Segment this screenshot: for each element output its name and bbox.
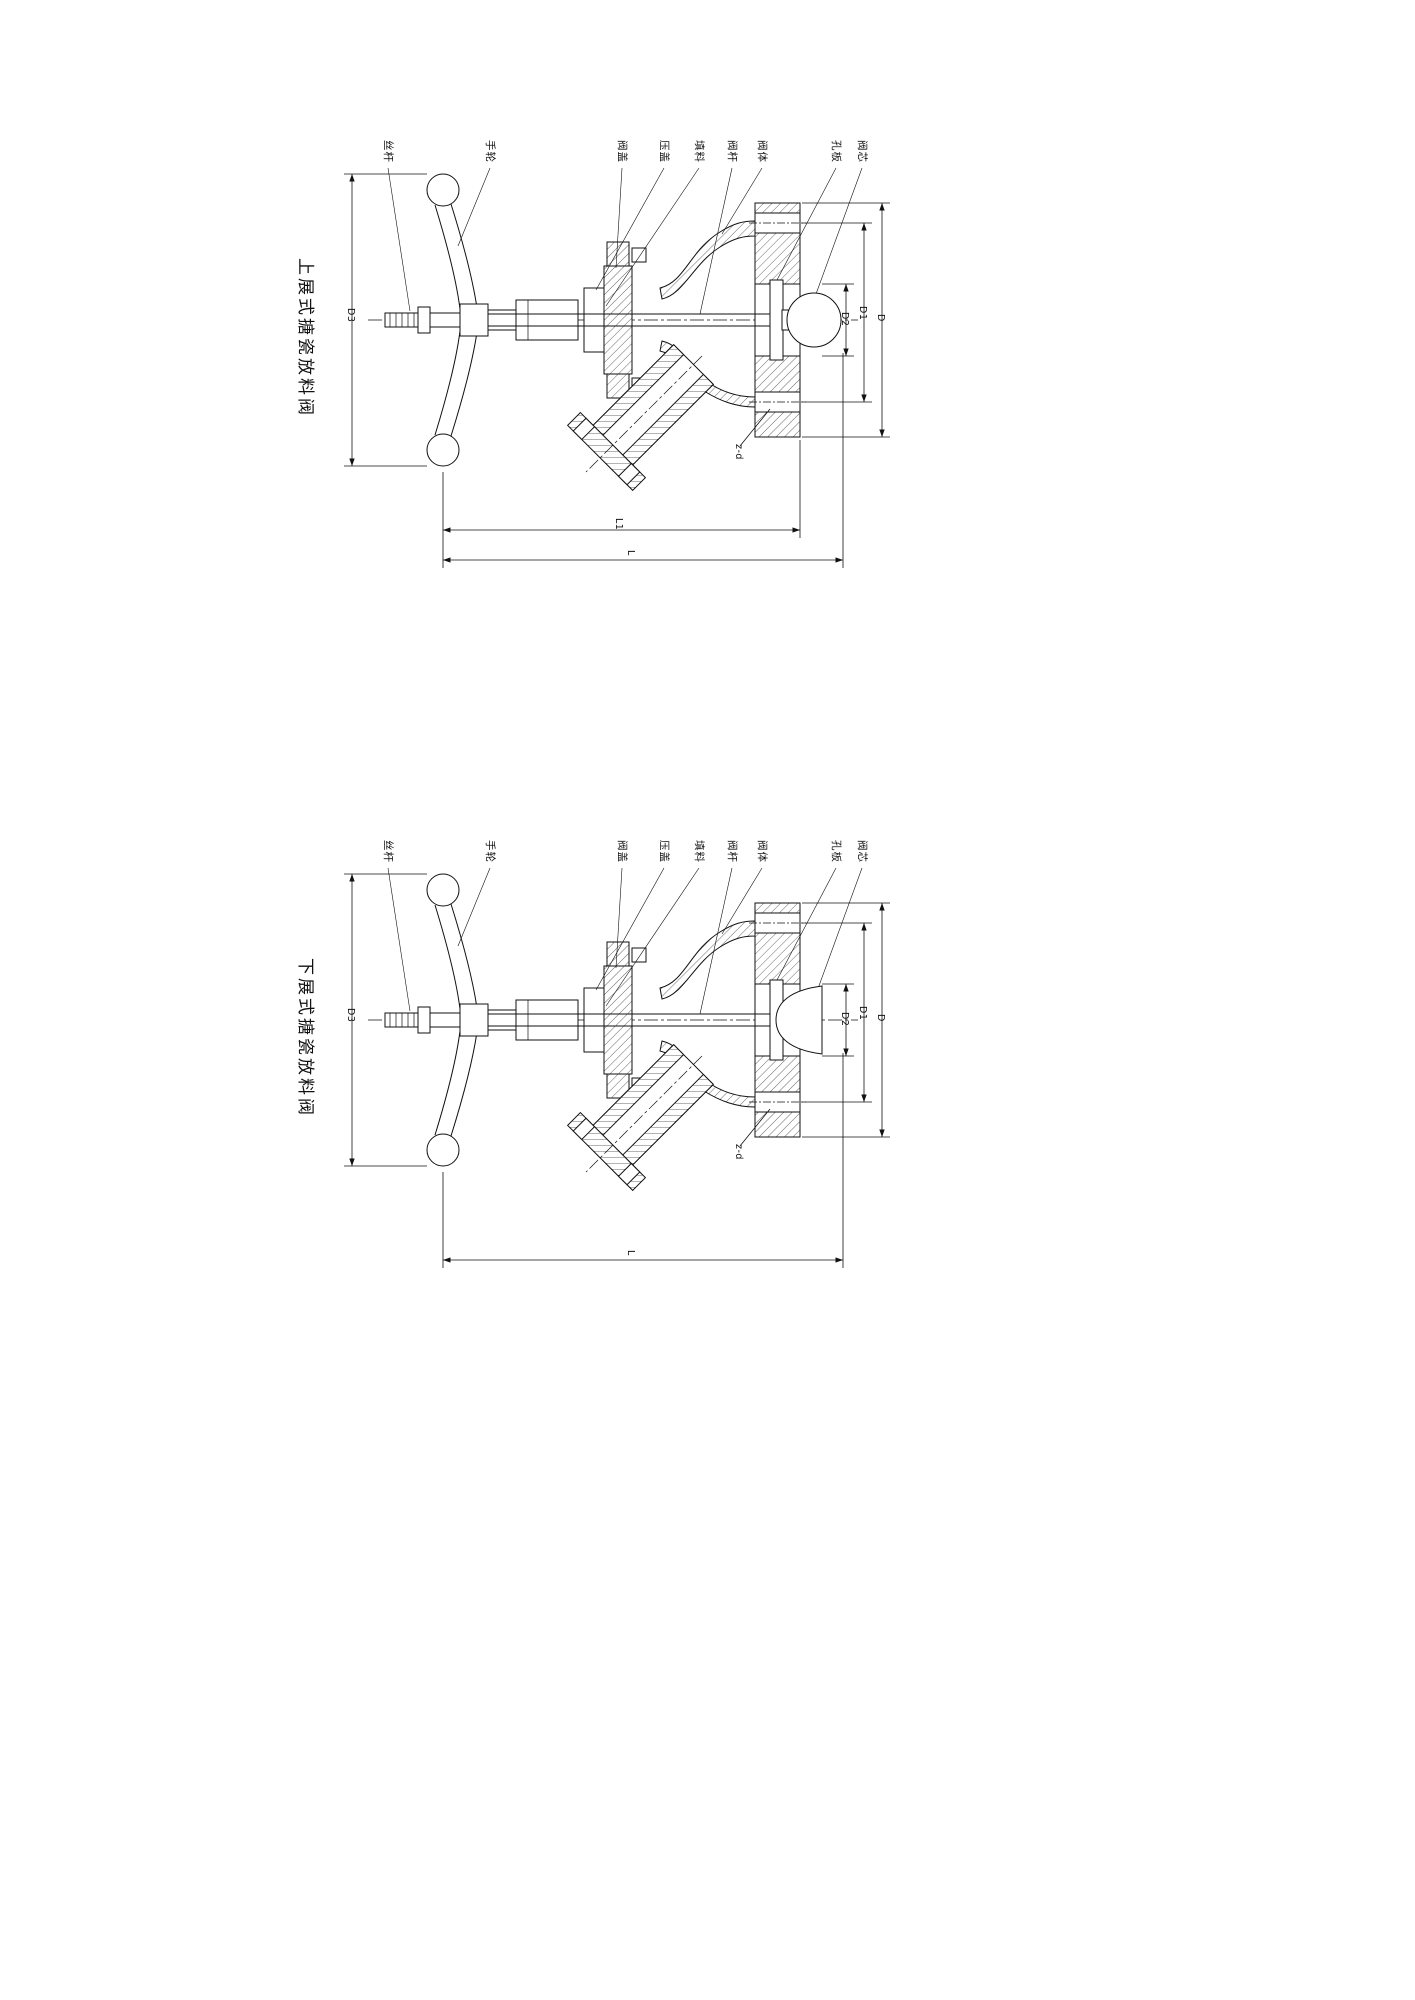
callout-body: 阀体 [756, 840, 769, 863]
callout-gland: 压盖 [658, 840, 671, 863]
valve-drawing-lower: 下展式搪瓷放料阀 丝杆 手轮 阀盖 压盖 填料 阀杆 阀体 孔板 阀芯 D3 L… [295, 840, 930, 1308]
callout-body: 阀体 [756, 140, 769, 163]
dim-zd: z-d [733, 1144, 744, 1160]
dim-l: L [625, 1250, 636, 1256]
callout-packing: 填料 [693, 140, 706, 163]
dim-d3: D3 [345, 1008, 356, 1022]
callout-plug: 阀芯 [856, 840, 869, 863]
diagram-title: 上展式搪瓷放料阀 [295, 258, 315, 418]
valve-plug-lower [775, 985, 823, 1055]
dim-d2: D2 [839, 312, 850, 326]
dim-d1: D1 [857, 1006, 868, 1020]
labels-lower: 下展式搪瓷放料阀 丝杆 手轮 阀盖 压盖 填料 阀杆 阀体 孔板 阀芯 D3 L… [295, 840, 886, 1256]
dim-l1: L1 [613, 518, 624, 530]
callout-orifice-plate: 孔板 [830, 140, 843, 163]
callout-lead-screw: 丝杆 [382, 840, 395, 863]
dim-d: D [875, 1014, 886, 1022]
dim-d3: D3 [345, 308, 356, 322]
dim-d1: D1 [857, 306, 868, 320]
valve-drawing-upper: 上展式搪瓷放料阀 丝杆 手轮 阀盖 压盖 填料 阀杆 阀体 孔板 阀芯 D3 L… [295, 140, 930, 608]
callout-stem: 阀杆 [726, 840, 739, 863]
dim-d2: D2 [839, 1012, 850, 1026]
valve-diagram-upper: 上展式搪瓷放料阀 丝杆 手轮 阀盖 压盖 填料 阀杆 阀体 孔板 阀芯 D3 L… [270, 128, 930, 608]
callout-packing: 填料 [693, 840, 706, 863]
callout-gland: 压盖 [658, 140, 671, 163]
dim-l: L [625, 550, 636, 556]
callout-bonnet: 阀盖 [616, 140, 629, 163]
callout-bonnet: 阀盖 [616, 840, 629, 863]
dim-d: D [875, 314, 886, 322]
callout-handwheel: 手轮 [484, 140, 497, 163]
dimension-l1 [443, 440, 801, 538]
callout-plug: 阀芯 [856, 140, 869, 163]
valve-diagram-lower: 下展式搪瓷放料阀 丝杆 手轮 阀盖 压盖 填料 阀杆 阀体 孔板 阀芯 D3 L… [270, 828, 930, 1308]
callout-lead-screw: 丝杆 [382, 140, 395, 163]
labels-upper: 上展式搪瓷放料阀 丝杆 手轮 阀盖 压盖 填料 阀杆 阀体 孔板 阀芯 D3 L… [295, 140, 886, 556]
diagram-title: 下展式搪瓷放料阀 [295, 958, 315, 1118]
callout-handwheel: 手轮 [484, 840, 497, 863]
callout-orifice-plate: 孔板 [830, 840, 843, 863]
callout-stem: 阀杆 [726, 140, 739, 163]
dim-zd: z-d [733, 444, 744, 460]
valve-plug-upper [781, 292, 842, 348]
